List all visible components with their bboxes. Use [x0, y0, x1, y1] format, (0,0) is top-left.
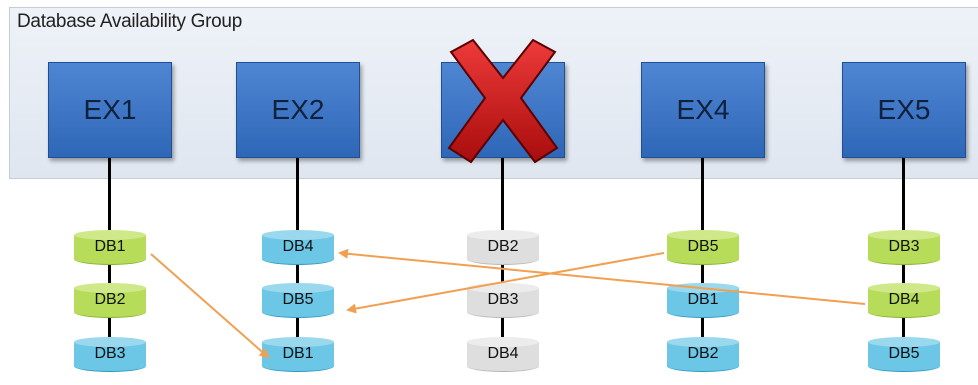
database-passive: DB1 [666, 282, 740, 318]
database-label: DB2 [487, 238, 519, 255]
database-label: DB2 [687, 345, 719, 362]
failover-arrow [338, 248, 866, 305]
server-ex5: EX5 [842, 62, 966, 158]
database-offline: DB4 [466, 336, 540, 372]
database-offline: DB2 [466, 229, 540, 265]
server-label: EX5 [877, 94, 931, 125]
database-label: DB5 [888, 345, 920, 362]
server-ex4: EX4 [641, 62, 765, 158]
connector-line [296, 158, 299, 372]
connector-line [108, 158, 111, 372]
database-offline: DB3 [466, 282, 540, 318]
failover-arrow [150, 253, 270, 359]
database-label: DB2 [94, 291, 126, 308]
database-label: DB5 [282, 291, 314, 308]
database-active: DB5 [666, 229, 740, 265]
database-active: DB1 [73, 229, 147, 265]
failover-arrow [346, 252, 665, 314]
database-label: DB1 [687, 291, 719, 308]
server-ex1: EX1 [48, 62, 172, 158]
database-passive: DB3 [73, 336, 147, 372]
server-label: EX1 [83, 94, 137, 125]
database-label: DB1 [94, 238, 126, 255]
connector-line [701, 158, 704, 372]
database-label: DB4 [282, 238, 314, 255]
dag-title: Database Availability Group [17, 11, 242, 32]
server-label: EX2 [271, 94, 325, 125]
connector-line [902, 158, 905, 372]
database-active: DB3 [867, 229, 941, 265]
server-label: EX4 [676, 94, 730, 125]
database-passive: DB5 [867, 336, 941, 372]
database-passive: DB2 [666, 336, 740, 372]
database-label: DB3 [888, 238, 920, 255]
database-active: DB2 [73, 282, 147, 318]
database-label: DB3 [94, 345, 126, 362]
database-active: DB4 [867, 282, 941, 318]
server-ex2: EX2 [236, 62, 360, 158]
database-passive: DB4 [261, 229, 335, 265]
database-label: DB4 [888, 291, 920, 308]
connector-line [501, 158, 504, 372]
database-passive: DB5 [261, 282, 335, 318]
database-passive: DB1 [261, 336, 335, 372]
database-label: DB4 [487, 345, 519, 362]
database-label: DB1 [282, 345, 314, 362]
database-label: DB3 [487, 291, 519, 308]
database-label: DB5 [687, 238, 719, 255]
